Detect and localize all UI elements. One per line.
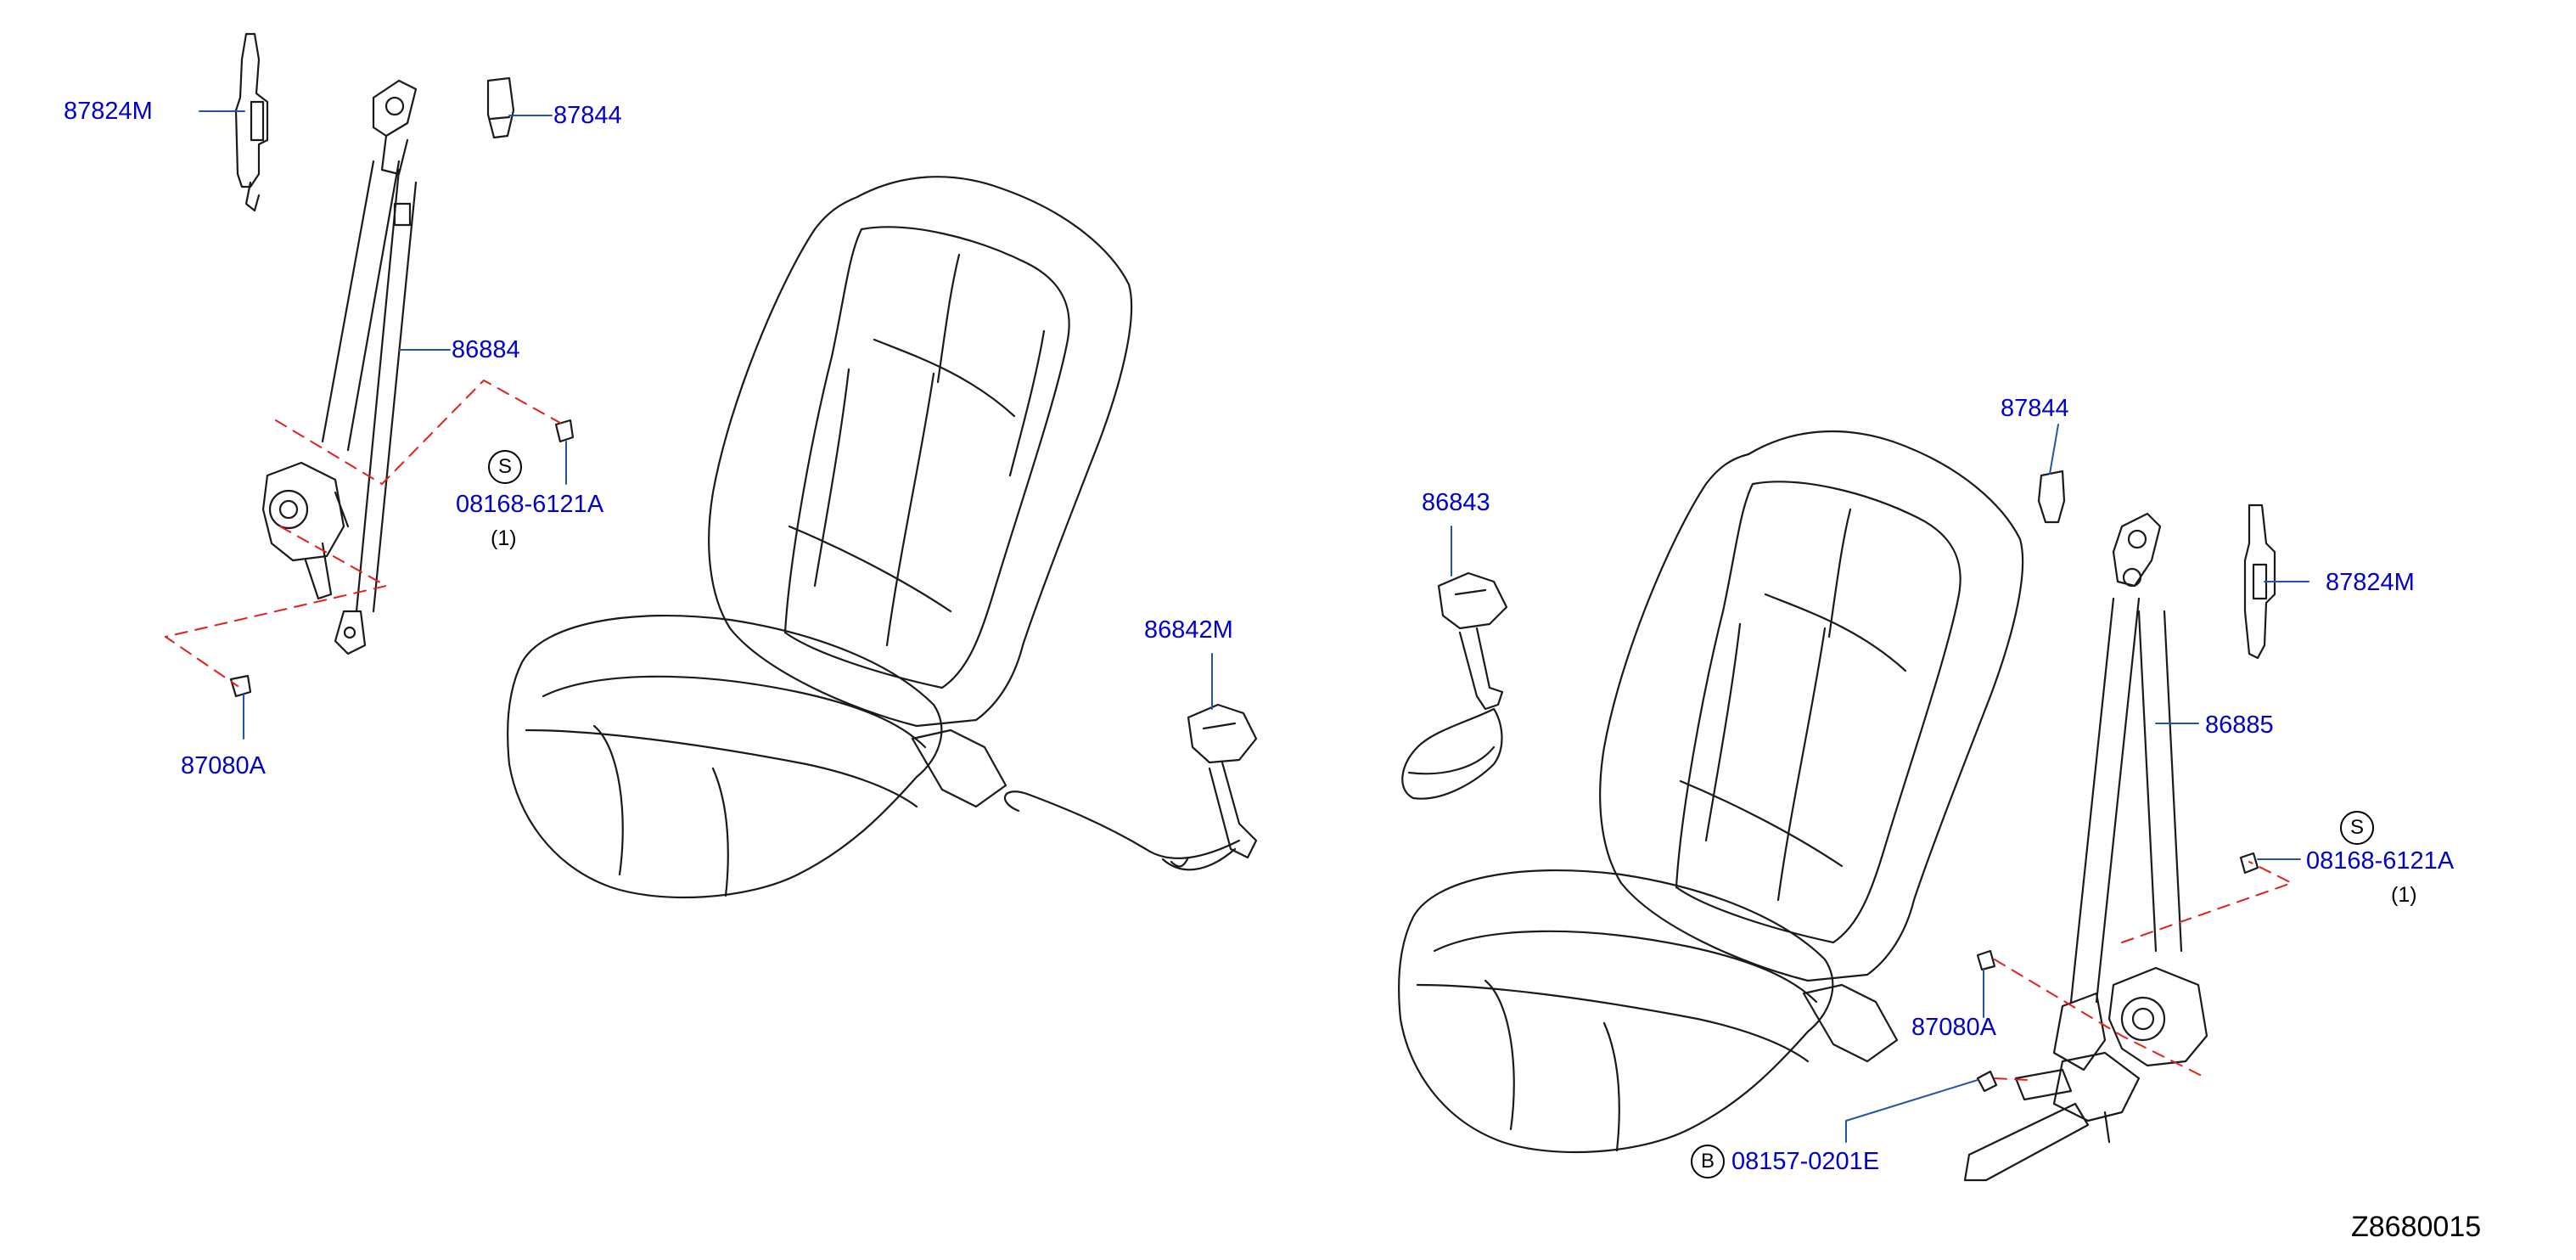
- label-86842m[interactable]: 86842M: [1144, 616, 1233, 644]
- label-86884[interactable]: 86884: [452, 336, 520, 363]
- leader-lines: [199, 110, 2309, 1143]
- quantity-left: (1): [491, 526, 517, 550]
- label-08168-6121a-left[interactable]: 08168-6121A: [456, 491, 604, 518]
- symbol-s-left: S: [488, 450, 522, 484]
- right-belt-assembly: [1963, 470, 2276, 1182]
- label-87824m-left[interactable]: 87824M: [64, 98, 153, 125]
- right-seat: [1398, 430, 2024, 1154]
- symbol-b-bottom: B: [1691, 1145, 1725, 1178]
- left-seat: [507, 176, 1133, 899]
- label-86885[interactable]: 86885: [2205, 712, 2274, 739]
- label-87080a-right[interactable]: 87080A: [1911, 1014, 1996, 1041]
- diagram-reference-code: Z8680015: [2351, 1211, 2482, 1243]
- label-08168-6121a-right[interactable]: 08168-6121A: [2306, 847, 2455, 875]
- label-08157-0201e[interactable]: 08157-0201E: [1731, 1148, 1880, 1175]
- buckle-86843: [1401, 571, 1508, 800]
- quantity-right: (1): [2391, 883, 2417, 907]
- label-86843[interactable]: 86843: [1422, 489, 1490, 516]
- buckle-86842m: [1003, 703, 1258, 871]
- label-87824m-right[interactable]: 87824M: [2326, 569, 2415, 596]
- left-belt-assembly: [229, 32, 575, 698]
- label-87080a-left[interactable]: 87080A: [181, 752, 266, 779]
- label-87844-right[interactable]: 87844: [2001, 395, 2069, 422]
- assembly-dash-lines: [165, 380, 2293, 1081]
- symbol-s-right: S: [2340, 811, 2374, 845]
- label-87844-left[interactable]: 87844: [553, 102, 622, 129]
